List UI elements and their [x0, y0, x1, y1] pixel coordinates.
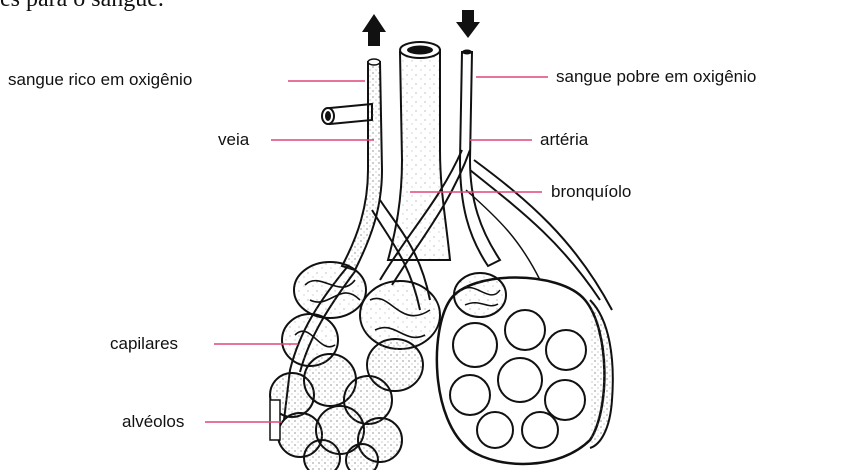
label-bronquiolo: bronquíolo [551, 182, 631, 202]
left-alveoli-cluster [270, 262, 440, 470]
label-veia: veia [218, 130, 249, 150]
up-arrow-icon [362, 14, 386, 46]
label-arteria: artéria [540, 130, 588, 150]
label-sangue-pobre: sangue pobre em oxigênio [556, 67, 756, 87]
down-arrow-icon [456, 10, 480, 38]
label-capilares: capilares [110, 334, 178, 354]
vein-shape [322, 59, 382, 270]
bronchiole-shape [388, 42, 450, 260]
right-alveoli-cluster [437, 273, 613, 464]
label-alveolos: alvéolos [122, 412, 184, 432]
label-sangue-rico: sangue rico em oxigênio [8, 70, 192, 90]
